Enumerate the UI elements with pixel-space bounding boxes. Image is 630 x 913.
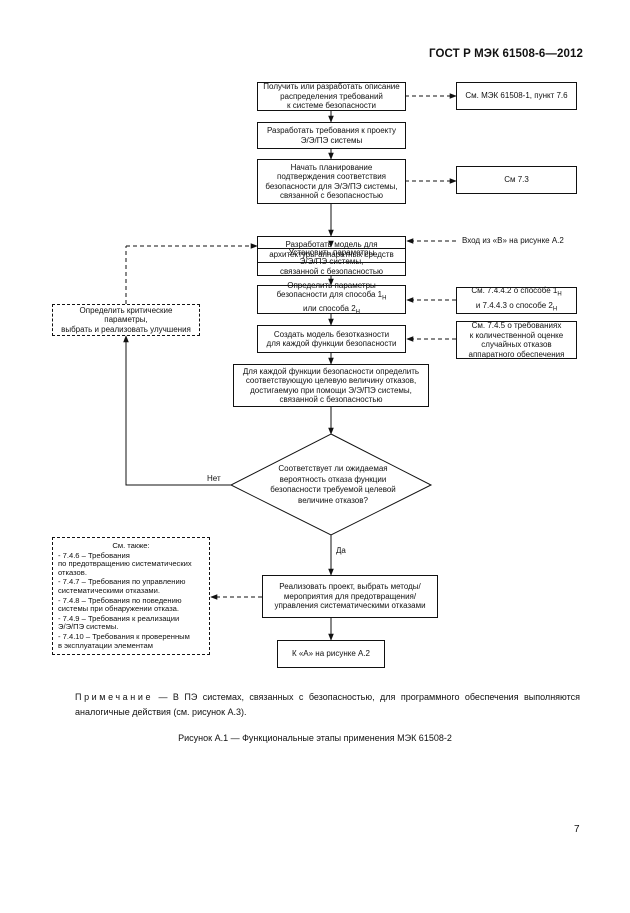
step-6-line-2: безопасности для способа 1Н <box>277 290 387 304</box>
ref-input-from-b: Вход из «В» на рисунке А.2 <box>462 236 564 245</box>
step-start-safety-validation-planning: Начать планирование подтверждения соотве… <box>257 159 406 204</box>
step-to-a-figure-a2: К «А» на рисунке А.2 <box>277 640 385 668</box>
step-obtain-requirements: Получить или разработать описание распре… <box>257 82 406 111</box>
ref-7-4-4-line-2: и 7.4.4.3 о способе 2Н <box>476 301 557 315</box>
document-header: ГОСТ Р МЭК 61508-6—2012 <box>429 48 583 60</box>
note-body: — В ПЭ системах, связанных с безопасност… <box>75 692 580 717</box>
step-6-line-3-sub: Н <box>355 309 360 316</box>
step-determine-target-failure-measure: Для каждой функции безопасности определи… <box>233 364 429 407</box>
step-6-line-3-text: или способа 2 <box>302 304 356 314</box>
note-prefix: Примечание <box>75 692 154 702</box>
see-also-item: - 7.4.10 – Требования к проверенным в эк… <box>58 631 190 650</box>
ref-7-4-4-line-1-sub: Н <box>557 292 562 298</box>
feedback-line-no <box>123 335 231 486</box>
step-develop-design-requirements: Разработать требования к проекту Э/Э/ПЭ … <box>257 122 406 149</box>
step-6-line-2-text: безопасности для способа 1 <box>276 290 383 300</box>
see-also-box: См. также: - 7.4.6 – Требования по предо… <box>52 537 210 655</box>
label-yes: Да <box>336 546 346 555</box>
see-also-item: - 7.4.8 – Требования по поведению систем… <box>58 595 182 614</box>
ref-7-4-4-line-2-sub: Н <box>552 306 558 313</box>
see-also-item: - 7.4.6 – Требования по предотвращению с… <box>58 550 192 577</box>
see-also-item: - 7.4.7 – Требования по управлению систе… <box>58 577 186 595</box>
see-also-item: - 7.4.9 – Требования к реализации Э/Э/ПЭ… <box>58 613 180 632</box>
page-number: 7 <box>574 824 580 835</box>
step-implement-design: Реализовать проект, выбрать методы/ меро… <box>262 575 438 618</box>
figure-caption: Рисунок А.1 — Функциональные этапы приме… <box>178 733 452 743</box>
ref-7-4-4: См. 7.4.4.2 о способе 1Н и 7.4.4.3 о спо… <box>456 286 577 315</box>
ref-7-3: См 7.3 <box>456 166 577 194</box>
ref-7-4-4-line-1: См. 7.4.4.2 о способе 1Н <box>471 286 561 300</box>
step-6-line-2-sub: Н <box>382 295 387 302</box>
ref-iec-61508-1: См. МЭК 61508-1, пункт 7.6 <box>456 82 577 110</box>
decision-question: Соответствует ли ожидаемая вероятность о… <box>270 464 396 505</box>
step-6-line-1: Определить параметры <box>287 280 376 290</box>
note-text: Примечание — В ПЭ системах, связанных с … <box>75 690 580 720</box>
step-6-line-3: или способа 2Н <box>303 304 360 318</box>
step-determine-safety-parameters: Определить параметры безопасности для сп… <box>257 281 406 316</box>
step-create-reliability-model: Создать модель безотказности для каждой … <box>257 325 406 353</box>
decision-diamond <box>229 433 433 536</box>
step-set-system-parameters: Установить параметры Э/Э/ПЭ системы, свя… <box>257 248 406 276</box>
ref-7-4-4-line-2-text: и 7.4.4.3 о способе 2 <box>475 300 553 310</box>
label-no: Нет <box>207 474 221 483</box>
see-also-title: См. также: <box>112 541 150 550</box>
step-determine-critical-parameters: Определить критические параметры, выбрат… <box>52 304 200 336</box>
ref-7-4-4-line-1-text: См. 7.4.4.2 о способе 1 <box>471 286 558 296</box>
ref-7-4-5: См. 7.4.5 о требованиях к количественной… <box>456 321 577 359</box>
